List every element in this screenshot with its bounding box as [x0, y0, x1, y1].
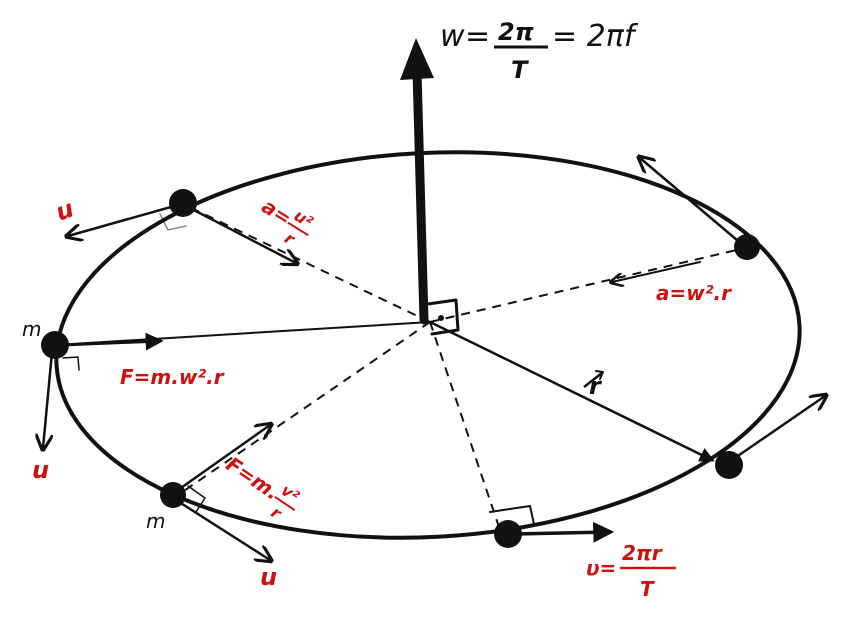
velocity-label-left: u: [32, 456, 49, 484]
svg-text:2π: 2π: [498, 18, 534, 46]
mass-label-left: m: [22, 317, 41, 341]
svg-text:T: T: [640, 577, 655, 601]
svg-text:=: =: [465, 19, 490, 54]
radius-vector: [428, 320, 715, 462]
velocity-label-upper-left: u: [52, 194, 78, 226]
svg-text:2πr: 2πr: [622, 541, 663, 565]
radius-label: r: [589, 372, 603, 400]
omega-formula: w = 2π T = 2πf: [440, 18, 639, 84]
mass-lower-right: [715, 396, 825, 479]
acceleration-label-right: a=w².r: [656, 281, 732, 305]
velocity-label-bottom-left: u: [260, 563, 277, 591]
angular-velocity-arrow: [400, 38, 434, 325]
svg-text:υ=: υ=: [586, 556, 616, 580]
mass-bottom: [489, 505, 615, 548]
mass-label-bottom: m: [146, 509, 165, 533]
svg-text:F=m.: F=m.: [222, 452, 284, 505]
svg-text:= 2πf: = 2πf: [552, 19, 639, 54]
svg-text:r: r: [268, 503, 286, 524]
mass-lower-left: [160, 425, 270, 560]
center-right-angle: [426, 298, 460, 336]
svg-text:r: r: [281, 228, 299, 249]
radial-dashed-lines: [177, 204, 746, 531]
mass-left: [41, 331, 164, 448]
velocity-formula-bottom: υ= 2πr T: [586, 541, 676, 601]
mass-upper-right: [612, 158, 760, 282]
mass-upper-left: [68, 189, 296, 263]
svg-text:T: T: [511, 56, 529, 84]
force-label-left: F=m.w².r: [120, 365, 225, 389]
left-radius-line: [54, 321, 431, 346]
svg-text:w: w: [440, 19, 465, 54]
